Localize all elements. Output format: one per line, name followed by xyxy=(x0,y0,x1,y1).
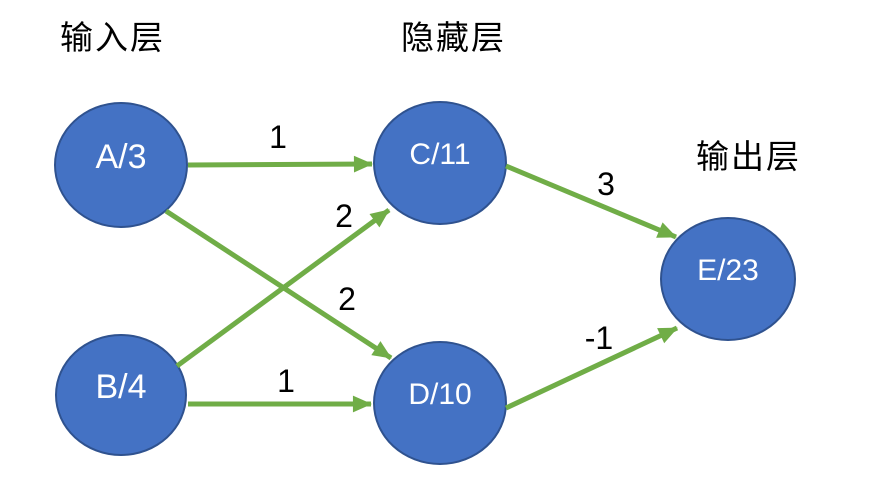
weight-d-to-e: -1 xyxy=(584,320,614,356)
node-a-label: A/3 xyxy=(95,137,147,176)
edge-a-to-d xyxy=(164,208,393,361)
node-a[interactable]: A/3 xyxy=(54,102,188,228)
node-e-label: E/23 xyxy=(697,254,759,287)
edge-b-to-c xyxy=(175,207,391,369)
node-d[interactable]: D/10 xyxy=(373,341,507,465)
node-c[interactable]: C/11 xyxy=(373,101,507,225)
node-c-label: C/11 xyxy=(409,138,471,171)
edge-a-to-c xyxy=(187,155,373,173)
node-e[interactable]: E/23 xyxy=(660,217,796,341)
node-b[interactable]: B/4 xyxy=(55,334,187,456)
weight-a-to-d: 2 xyxy=(338,281,356,317)
weight-c-to-e: 3 xyxy=(597,166,615,202)
input-layer-title: 输入层 xyxy=(60,18,165,57)
output-layer-title: 输出层 xyxy=(696,137,801,176)
weight-b-to-d: 1 xyxy=(277,363,295,399)
weight-a-to-c: 1 xyxy=(269,119,287,155)
hidden-layer-title: 隐藏层 xyxy=(401,18,506,57)
edge-c-to-e xyxy=(505,163,677,240)
weight-b-to-c: 2 xyxy=(335,198,353,234)
node-d-label: D/10 xyxy=(408,378,472,411)
node-b-label: B/4 xyxy=(95,367,147,406)
